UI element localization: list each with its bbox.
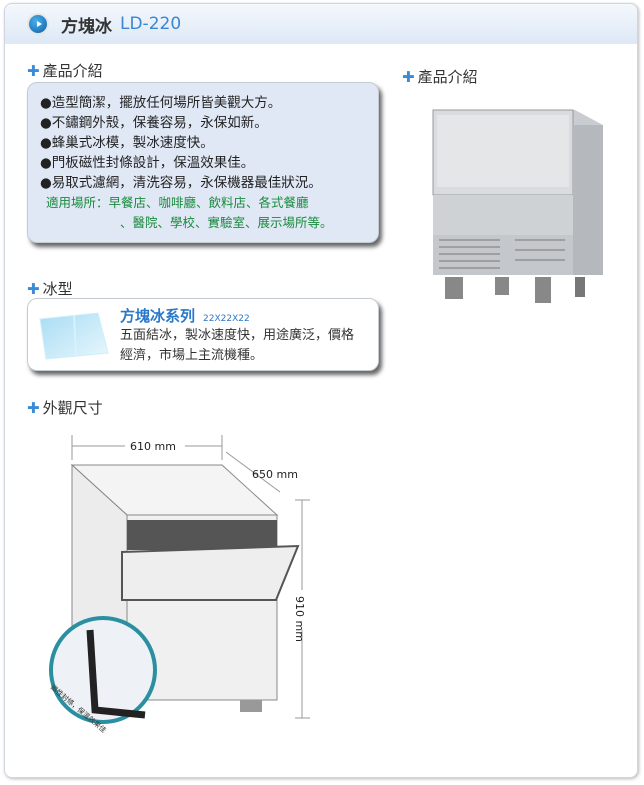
product-model: LD-220 (120, 14, 182, 34)
plus-icon: ✚ (27, 279, 40, 298)
seal-detail-image (49, 616, 157, 724)
plus-icon: ✚ (27, 398, 40, 417)
feature-item: ●造型簡潔，擺放任何場所皆美觀大方。 (40, 95, 282, 111)
dimension-diagram: 610 mm 650 mm 910 mm 磁性封條，保溫效果佳 (49, 435, 310, 735)
play-icon (27, 13, 49, 35)
plus-icon: ✚ (402, 67, 415, 86)
header: 方塊冰 LD-220 (5, 4, 637, 44)
ice-type-name: 方塊冰系列 (120, 307, 196, 325)
usage-line: 、醫院、學校、實驗室、展示場所等。 (120, 215, 333, 230)
product-title: 方塊冰 (61, 16, 112, 37)
ice-type-box: 方塊冰系列 22X22X22 五面結冰，製冰速度快，用途廣泛，價格經濟，市場上主… (27, 298, 379, 371)
feature-item: ●不鏽鋼外殼，保養容易，永保如新。 (40, 115, 268, 131)
ice-size: 22X22X22 (203, 314, 250, 324)
dimensions-heading-text: 外觀尺寸 (42, 399, 103, 417)
feature-item: ●門板磁性封條設計，保溫效果佳。 (40, 155, 255, 171)
height-label: 910 mm (293, 596, 306, 642)
ice-cube-image (39, 312, 109, 360)
usage-line: 適用場所：早餐店、咖啡廳、飲料店、各式餐廳 (46, 195, 309, 210)
feature-item: ●蜂巢式冰模，製冰速度快。 (40, 135, 214, 151)
depth-label: 650 mm (252, 468, 298, 481)
ice-type-description: 五面結冰，製冰速度快，用途廣泛，價格經濟，市場上主流機種。 (120, 328, 355, 363)
feature-item: ●易取式濾網，清洗容易，永保機器最佳狀況。 (40, 175, 322, 191)
ice-type-heading: ✚冰型 (27, 278, 73, 299)
ice-type-heading-text: 冰型 (42, 280, 73, 298)
width-label: 610 mm (130, 440, 176, 453)
dimensions-heading: ✚外觀尺寸 (27, 397, 103, 418)
intro-box: ●造型簡潔，擺放任何場所皆美觀大方。 ●不鏽鋼外殼，保養容易，永保如新。 ●蜂巢… (27, 82, 379, 243)
plus-icon: ✚ (27, 61, 40, 80)
intro-heading: ✚產品介紹 (27, 60, 103, 81)
product-image-heading-text: 產品介紹 (417, 68, 478, 86)
ice-machine-image (432, 109, 603, 303)
product-image-heading: ✚產品介紹 (402, 66, 478, 87)
intro-heading-text: 產品介紹 (42, 62, 103, 80)
